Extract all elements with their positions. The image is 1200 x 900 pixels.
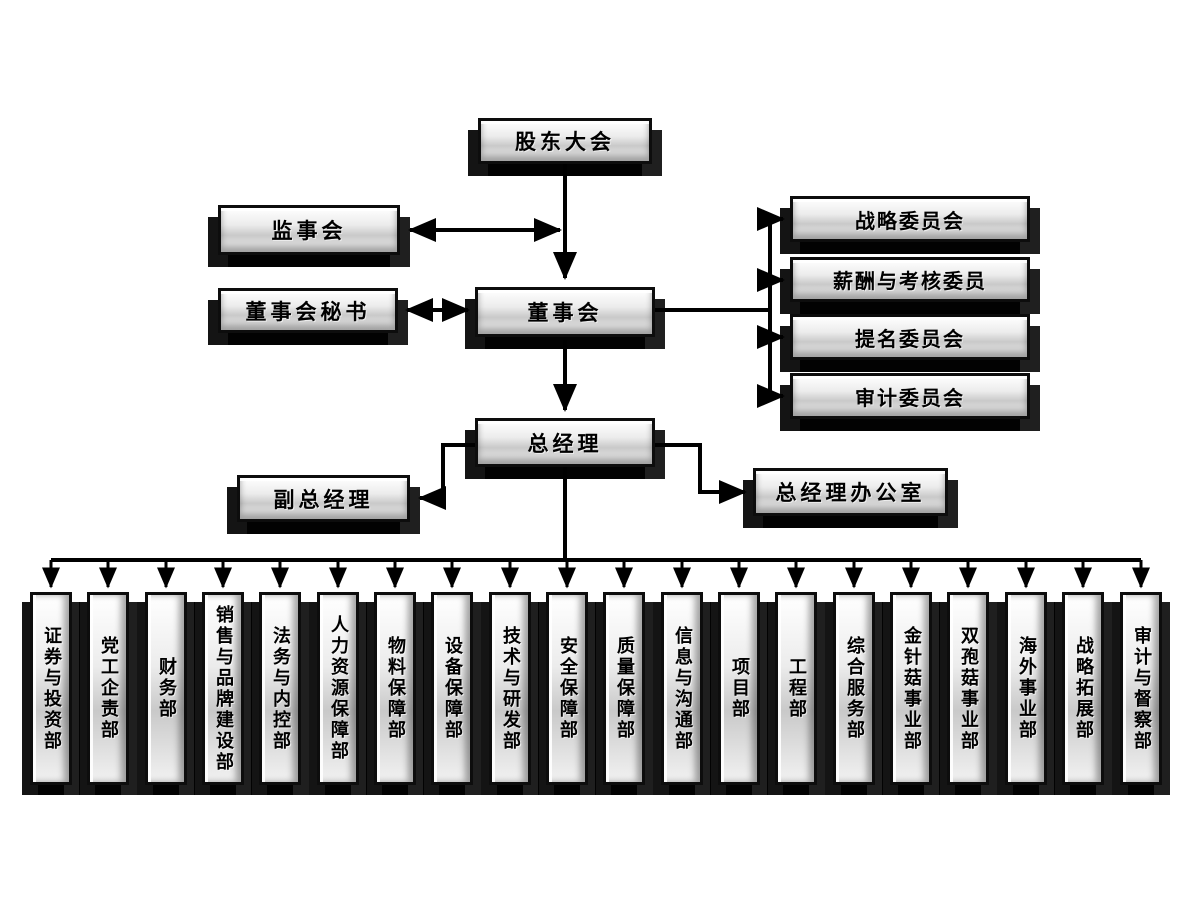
dept-agaricus-business: 双孢菇事业部 xyxy=(947,592,989,785)
dept-sales-brand: 销售与品牌建设部 xyxy=(202,592,244,785)
dept-audit-supervision: 审计与督察部 xyxy=(1120,592,1162,785)
committee-strategy: 战略委员会 xyxy=(790,196,1030,242)
node-board-of-directors: 董事会 xyxy=(475,287,655,337)
dept-human-resources: 人力资源保障部 xyxy=(317,592,359,785)
dept-legal-internal-control: 法务与内控部 xyxy=(259,592,301,785)
committee-audit: 审计委员会 xyxy=(790,373,1030,419)
committee-remuneration-assessment: 薪酬与考核委员 xyxy=(790,257,1030,302)
node-deputy-general-manager: 副总经理 xyxy=(237,475,410,522)
dept-equipment-support: 设备保障部 xyxy=(431,592,473,785)
dept-finance: 财务部 xyxy=(145,592,187,785)
node-supervisory-board: 监事会 xyxy=(218,205,400,255)
dept-enoki-business: 金针菇事业部 xyxy=(890,592,932,785)
node-board-secretary: 董事会秘书 xyxy=(218,288,398,333)
node-shareholders-meeting: 股东大会 xyxy=(478,118,652,164)
node-general-manager: 总经理 xyxy=(475,418,655,467)
dept-party-work: 党工企责部 xyxy=(87,592,129,785)
dept-safety-support: 安全保障部 xyxy=(546,592,588,785)
dept-general-services: 综合服务部 xyxy=(833,592,875,785)
dept-overseas-business: 海外事业部 xyxy=(1005,592,1047,785)
committee-nomination: 提名委员会 xyxy=(790,314,1030,360)
dept-strategic-expansion: 战略拓展部 xyxy=(1062,592,1104,785)
dept-tech-rnd: 技术与研发部 xyxy=(489,592,531,785)
dept-quality-support: 质量保障部 xyxy=(603,592,645,785)
dept-securities-investment: 证券与投资部 xyxy=(30,592,72,785)
dept-info-communication: 信息与沟通部 xyxy=(661,592,703,785)
dept-engineering: 工程部 xyxy=(775,592,817,785)
dept-project: 项目部 xyxy=(718,592,760,785)
dept-materials-support: 物料保障部 xyxy=(374,592,416,785)
node-gm-office: 总经理办公室 xyxy=(753,468,948,516)
